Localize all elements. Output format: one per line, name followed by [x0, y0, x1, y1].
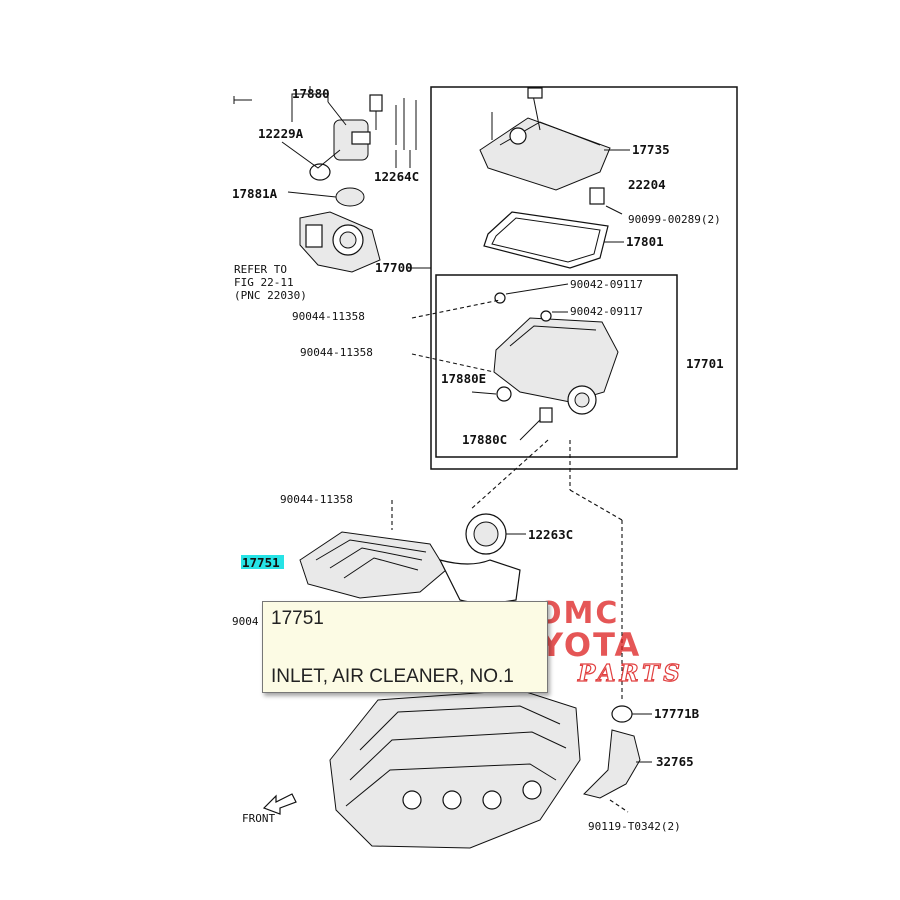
label-90042-b: 90042-09117 [570, 305, 643, 318]
label-17881a: 17881A [232, 186, 278, 201]
label-12263c: 12263C [528, 527, 573, 542]
label-17880c: 17880C [462, 432, 507, 447]
engine-cylinder-head [329, 689, 581, 849]
label-90099: 90099-00289(2) [628, 213, 721, 226]
air-filter-element [483, 211, 609, 269]
label-90044-b: 90044-11358 [300, 346, 373, 359]
label-90044-c: 90044-11358 [280, 493, 353, 506]
label-12264c: 12264C [374, 169, 419, 184]
label-90119: 90119-T0342(2) [588, 820, 681, 833]
label-32765: 32765 [656, 754, 694, 769]
bracket-32765 [583, 729, 641, 799]
label-front: FRONT [242, 812, 275, 825]
label-12229a: 12229A [258, 126, 304, 141]
assembly-box-17701 [435, 274, 678, 458]
label-17880e: 17880E [441, 371, 486, 386]
label-17735: 17735 [632, 142, 670, 157]
label-9004: 9004 [232, 615, 259, 628]
label-90044-a: 90044-11358 [292, 310, 365, 323]
tooltip-part-name: INLET, AIR CLEANER, NO.1 [271, 666, 514, 687]
label-17801: 17801 [626, 234, 664, 249]
air-cleaner-cap [479, 87, 611, 205]
label-refer-line2: FIG 22-11 [234, 276, 294, 289]
label-17880: 17880 [292, 86, 330, 101]
label-22204: 22204 [628, 177, 666, 192]
label-17701: 17701 [686, 356, 724, 371]
air-cleaner-case [493, 292, 619, 423]
tooltip-part-number: 17751 [271, 608, 324, 629]
label-refer-line3: (PNC 22030) [234, 289, 307, 302]
label-refer-line1: REFER TO [234, 263, 287, 276]
label-17700: 17700 [375, 260, 413, 275]
airflow-meter-group [299, 94, 417, 273]
assembly-box-17700 [430, 86, 738, 470]
air-cleaner-inlet [299, 513, 521, 604]
label-17771b: 17771B [654, 706, 700, 721]
highlight-17751 [241, 555, 284, 569]
front-arrow-icon [262, 793, 297, 815]
label-17751[interactable]: 17751 [242, 555, 280, 570]
label-90042-a: 90042-09117 [570, 278, 643, 291]
part-tooltip: 17751 INLET, AIR CLEANER, NO.1 [262, 601, 548, 693]
